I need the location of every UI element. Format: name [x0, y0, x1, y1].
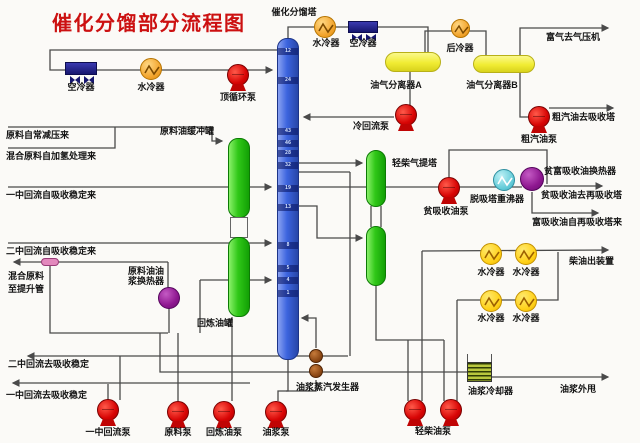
- tower-label: 催化分馏塔: [271, 7, 317, 17]
- light-diesel-pump-icon: [404, 399, 426, 421]
- tray-band: 19: [278, 185, 298, 192]
- separator-a-vessel: [385, 52, 441, 72]
- separator-b-label: 油气分离器B: [466, 80, 518, 90]
- diesel-stripper-bottom-vessel: [366, 226, 386, 286]
- slurry-steam-generator-icon: [309, 364, 323, 378]
- mid1-reflux-pump-icon: [97, 399, 119, 421]
- lean-absorption-oil-pump-label: 贫吸收油泵: [423, 206, 469, 216]
- air-cooler-icon: [348, 21, 378, 33]
- tank-connector: [230, 217, 248, 238]
- mixed-feed-line2-label: 至提升管: [8, 284, 45, 294]
- after-cooler-icon: [451, 19, 470, 38]
- mixer-icon: [41, 258, 59, 266]
- water-cooler-ovhd-label: 水冷器: [312, 38, 340, 48]
- cold-reflux-pump-label: 冷回流泵: [352, 121, 389, 131]
- feed-buffer-tank-vessel: [228, 138, 250, 218]
- page-title: 催化分馏部分流程图: [52, 13, 246, 35]
- mid1-reflux-pump-label: 一中回流泵: [85, 427, 131, 437]
- water-cooler-icon: [314, 16, 336, 38]
- air-cooler-icon: [65, 62, 97, 75]
- lean-rich-exchanger-label: 贫富吸收油换热器: [544, 166, 617, 176]
- slurry-steam-generator-icon: [309, 349, 323, 363]
- tray-band: 5: [278, 265, 298, 272]
- feed-from-cdu-label: 原料自常减压来: [6, 130, 70, 140]
- feed-slurry-exchanger-icon: [158, 287, 180, 309]
- diesel-stripper-top-vessel: [366, 150, 386, 207]
- water-cooler-1-label: 水冷器: [477, 267, 505, 277]
- recycle-oil-pump-icon: [213, 401, 235, 423]
- tray-band: 13: [278, 204, 298, 211]
- crude-gasoline-out-label: 粗汽油去吸收塔: [552, 112, 616, 122]
- separator-b-vessel: [473, 55, 535, 73]
- slurry-cooler-label: 油浆冷却器: [468, 386, 514, 396]
- lean-absorption-oil-pump-icon: [438, 177, 460, 199]
- cold-reflux-pump-icon: [395, 104, 417, 126]
- separator-a-label: 油气分离器A: [370, 80, 422, 90]
- fractionator-tower: 12 24 43 46 28 32 19 13 8 5 4 1: [277, 38, 299, 360]
- feed-pump-icon: [167, 401, 189, 423]
- light-diesel-pump-icon: [440, 399, 462, 421]
- mid2-reflux-in-label: 二中回流自吸收稳定来: [6, 246, 97, 256]
- feed-slurry-exchanger-label: 原料油油浆换热器: [127, 266, 164, 287]
- recycle-oil-pump-label: 回炼油泵: [205, 427, 242, 437]
- tray-band: 32: [278, 162, 298, 169]
- desorber-reboiler-icon: [493, 169, 515, 191]
- light-diesel-pump-label: 轻柴油泵: [414, 426, 451, 436]
- water-cooler-icon: [140, 58, 162, 80]
- water-cooler-icon: [480, 290, 502, 312]
- water-cooler-icon: [480, 243, 502, 265]
- diesel-out-label: 柴油出装置: [569, 256, 615, 266]
- mixed-feed-line1-label: 混合原料: [8, 271, 45, 281]
- water-cooler-2-label: 水冷器: [512, 267, 540, 277]
- mid1-reflux-out-label: 一中回流去吸收稳定: [6, 390, 88, 400]
- crude-gasoline-pump-icon: [528, 106, 550, 128]
- water-cooler-icon: [515, 243, 537, 265]
- slurry-cooler-icon: [467, 354, 492, 382]
- lean-rich-exchanger-icon: [520, 167, 544, 191]
- recycle-oil-tank-label: 回炼油罐: [196, 318, 233, 328]
- air-cooler-ovhd-label: 空冷器: [349, 38, 377, 48]
- mid2-reflux-out-label: 二中回流去吸收稳定: [8, 359, 90, 369]
- tray-band: 8: [278, 242, 298, 249]
- light-diesel-stripper-label: 轻柴气提塔: [392, 158, 438, 168]
- water-cooler-4-label: 水冷器: [512, 313, 540, 323]
- mixed-feed-from-hydrotreater-label: 混合原料自加氢处理来: [6, 151, 97, 161]
- crude-gasoline-pump-label: 粗汽油泵: [520, 134, 557, 144]
- water-cooler-icon: [515, 290, 537, 312]
- tray-band: 46: [278, 140, 298, 147]
- tray-band: 12: [278, 48, 298, 55]
- fan-icon: [70, 76, 94, 84]
- tray-band: 1: [278, 290, 298, 297]
- tray-band: 24: [278, 77, 298, 84]
- slurry-pump-icon: [265, 401, 287, 423]
- feed-pump-label: 原料泵: [164, 427, 192, 437]
- lean-oil-out-label: 贫吸收油去再吸收塔: [541, 190, 623, 200]
- slurry-pump-label: 油浆泵: [262, 427, 290, 437]
- recycle-oil-tank-vessel: [228, 237, 250, 317]
- slurry-steam-generator-label: 油浆蒸汽发生器: [296, 382, 360, 392]
- tray-band: 28: [278, 150, 298, 157]
- fan-icon: [352, 34, 376, 41]
- mid1-reflux-in-label: 一中回流自吸收稳定来: [6, 190, 97, 200]
- after-cooler-label: 后冷器: [446, 43, 474, 53]
- rich-oil-in-label: 富吸收油自再吸收塔来: [532, 217, 623, 227]
- slurry-out-label: 油浆外甩: [560, 384, 597, 394]
- water-cooler-top-label: 水冷器: [137, 82, 165, 92]
- air-cooler-top-label: 空冷器: [67, 82, 95, 92]
- desorber-reboiler-label: 脱吸塔重沸器: [469, 194, 524, 204]
- feed-buffer-tank-label: 原料油缓冲罐: [159, 126, 214, 136]
- water-cooler-3-label: 水冷器: [477, 313, 505, 323]
- tray-band: 43: [278, 128, 298, 135]
- top-circulation-pump-label: 顶循环泵: [219, 92, 256, 102]
- top-circulation-pump-icon: [227, 64, 249, 86]
- rich-gas-out-label: 富气去气压机: [546, 32, 601, 42]
- tray-band: 4: [278, 277, 298, 284]
